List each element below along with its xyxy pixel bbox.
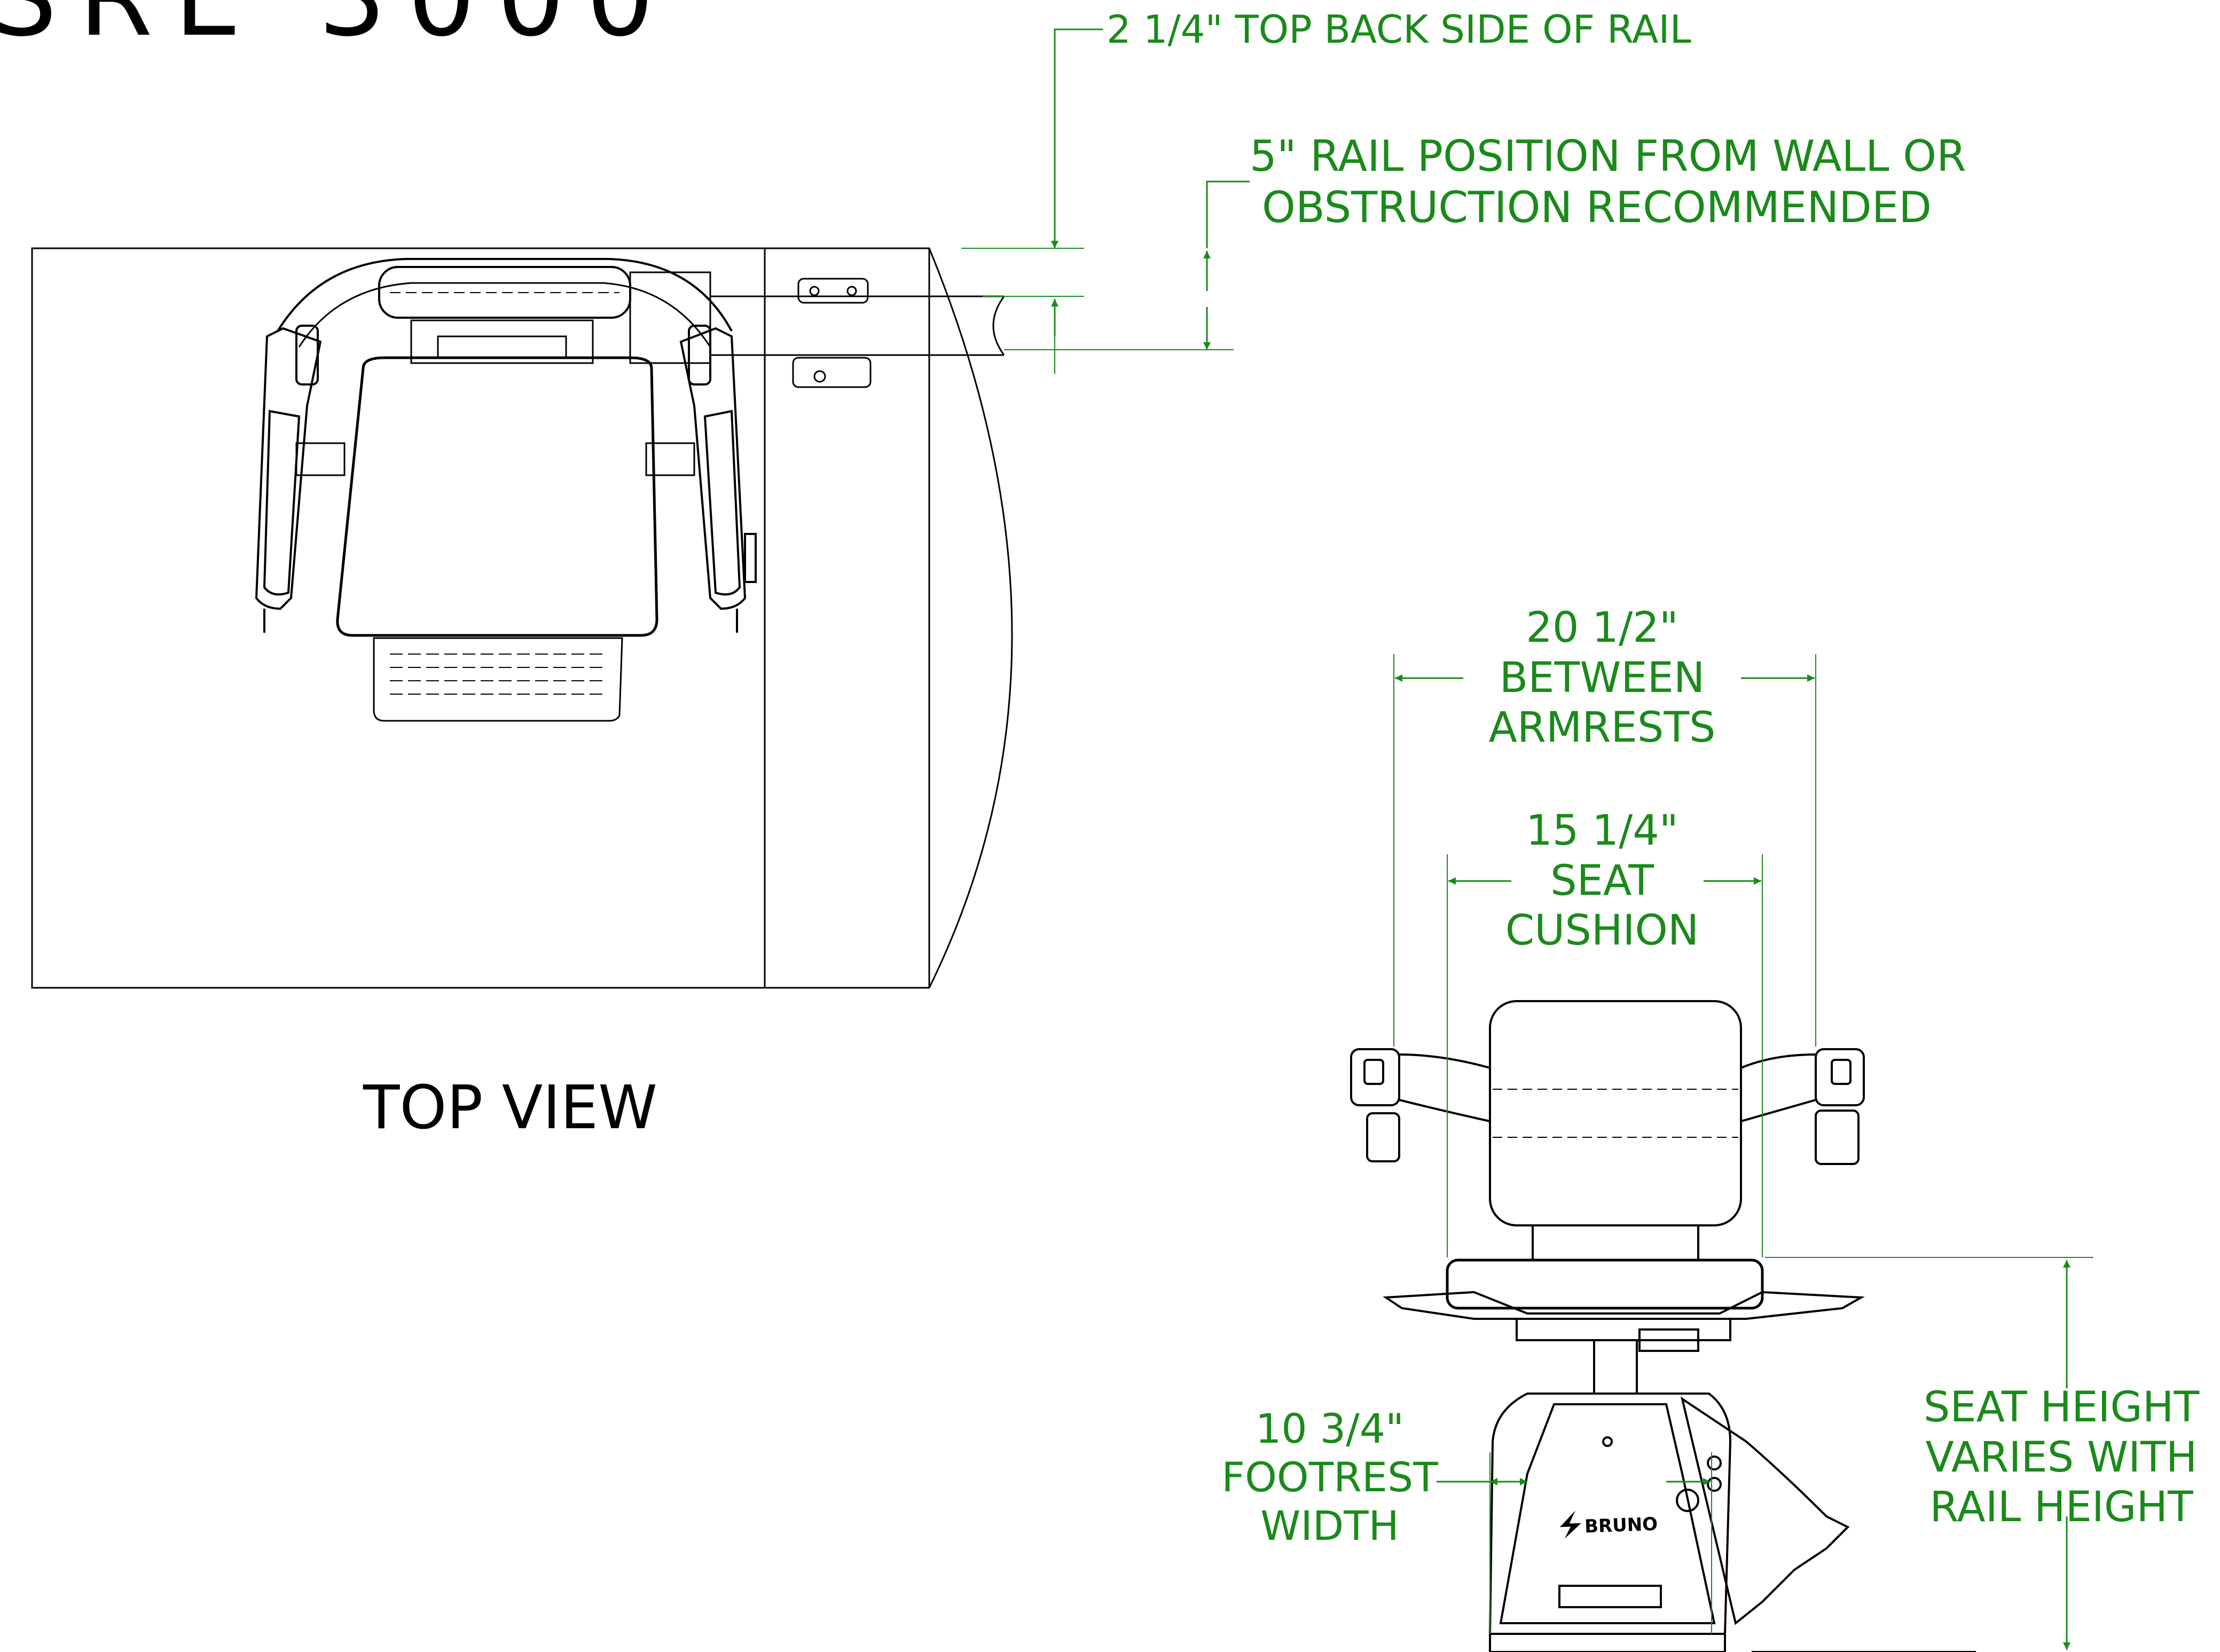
footrest-top xyxy=(373,637,623,722)
rail-bracket-2 xyxy=(792,357,872,388)
label-footrest-width-line2: FOOTREST xyxy=(1221,1453,1438,1501)
label-between-armrests-line2: BETWEEN xyxy=(1499,654,1705,702)
label-seat-height: SEAT HEIGHT VARIES WITH RAIL HEIGHT xyxy=(1912,1383,2211,1533)
label-rail-position-line2: OBSTRUCTION RECOMMENDED xyxy=(1262,183,1932,232)
rail-top xyxy=(710,295,1005,356)
label-between-armrests: 20 1/2" BETWEEN ARMRESTS xyxy=(1469,603,1736,753)
label-seat-cushion: 15 1/4" SEAT CUSHION xyxy=(1495,806,1709,956)
model-title: SRE 3000 xyxy=(0,0,676,60)
label-back-of-rail: 2 1/4" TOP BACK SIDE OF RAIL xyxy=(1107,7,1691,52)
top-view-outline xyxy=(31,247,1013,989)
label-footrest-width-line3: WIDTH xyxy=(1260,1502,1399,1550)
leader-rail-position xyxy=(1206,180,1250,248)
seat-back-arc xyxy=(277,258,733,332)
right-armrest-top xyxy=(679,325,757,633)
right-armrest-front xyxy=(1740,1048,1865,1165)
carriage-top xyxy=(629,271,711,364)
seat-cushion-top xyxy=(336,356,658,637)
dimension-lines xyxy=(961,28,2093,1650)
bruno-logo: BRUNO xyxy=(1560,1510,1658,1539)
front-view xyxy=(1350,1000,1976,1652)
label-seat-height-line2: VARIES WITH xyxy=(1925,1433,2198,1482)
label-between-armrests-line3: ARMRESTS xyxy=(1488,704,1716,752)
top-view xyxy=(31,247,1013,989)
label-footrest-width: 10 3/4" FOOTREST WIDTH xyxy=(1218,1404,1442,1551)
top-view-caption: TOP VIEW xyxy=(363,1073,657,1143)
label-seat-cushion-line3: CUSHION xyxy=(1505,907,1699,955)
seat-base-front xyxy=(1382,1291,1865,1320)
rail-bracket-1 xyxy=(797,278,869,304)
label-rail-position: 5" RAIL POSITION FROM WALL OR OBSTRUCTIO… xyxy=(1250,131,1966,233)
backrest-top xyxy=(410,319,594,364)
label-seat-cushion-line2: SEAT xyxy=(1550,856,1654,905)
leader-back-of-rail xyxy=(1051,28,1103,248)
headrest-top xyxy=(378,266,631,319)
label-seat-cushion-value: 15 1/4" xyxy=(1526,807,1678,855)
svg-text:BRUNO: BRUNO xyxy=(1584,1514,1658,1538)
label-rail-position-line1: 5" RAIL POSITION FROM WALL OR xyxy=(1250,131,1966,181)
backrest-front xyxy=(1489,1000,1742,1226)
label-seat-height-line1: SEAT HEIGHT xyxy=(1923,1383,2200,1431)
seat-cushion-front xyxy=(1446,1258,1764,1310)
label-between-armrests-value: 20 1/2" xyxy=(1526,604,1678,652)
label-seat-height-line3: RAIL HEIGHT xyxy=(1929,1483,2193,1532)
carriage-front xyxy=(1488,1393,1732,1635)
left-armrest-front xyxy=(1350,1048,1491,1162)
left-armrest-top xyxy=(255,325,322,633)
label-footrest-width-value: 10 3/4" xyxy=(1255,1405,1405,1452)
